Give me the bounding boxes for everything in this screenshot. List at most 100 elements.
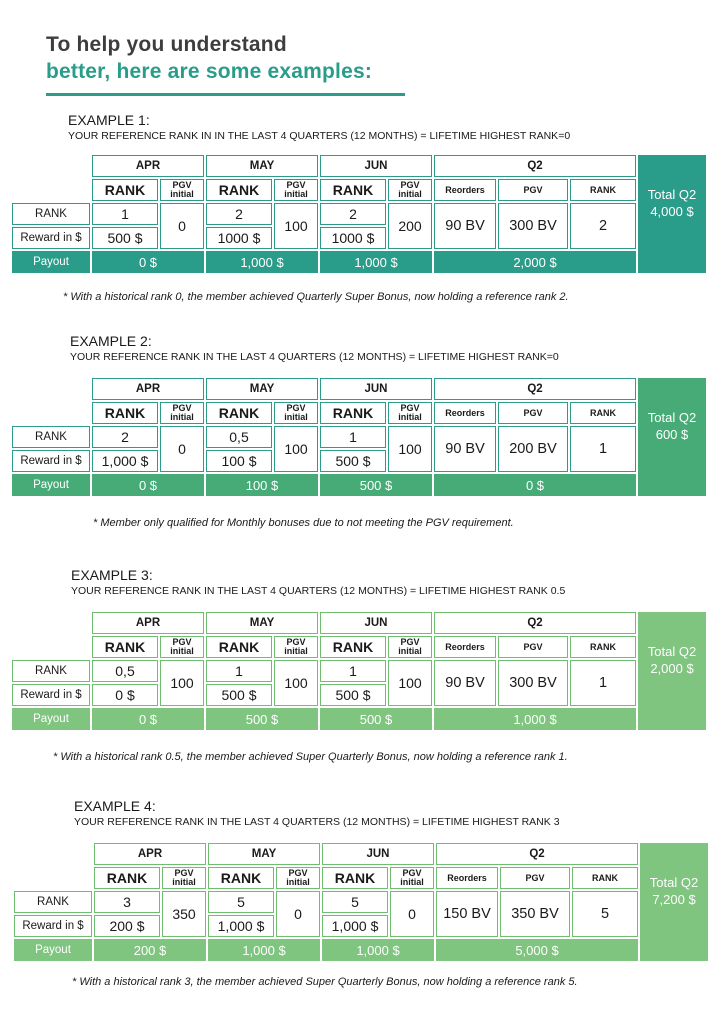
jun-payout: 500 $: [320, 708, 432, 730]
q2-reorders: 90 BV: [434, 660, 496, 706]
may-reward: 1,000 $: [208, 915, 274, 937]
row-label-rank: RANK: [12, 203, 90, 225]
rank-header: RANK: [320, 636, 386, 658]
q2-pgv: 350 BV: [500, 891, 570, 937]
q2-pgv: 300 BV: [498, 660, 568, 706]
pgv-header-line1: PGV: [286, 637, 306, 647]
example-footnote: * With a historical rank 0, the member a…: [63, 291, 569, 303]
row-label-reward: Reward in $: [12, 450, 90, 472]
pgv-header-line2: initial: [170, 189, 194, 199]
rank-header: RANK: [92, 402, 158, 424]
row-label-rank: RANK: [12, 660, 90, 682]
may-rank: 2: [206, 203, 272, 225]
q2-payout: 1,000 $: [434, 708, 636, 730]
jun-pgv-initial: 0: [390, 891, 434, 937]
pgv-header-line1: PGV: [174, 868, 194, 878]
jun-pgv-initial: 200: [388, 203, 432, 249]
pgv-header-line2: initial: [398, 646, 422, 656]
total-value: 7,200 $: [652, 892, 696, 907]
corner-blank: [12, 402, 90, 424]
q2-payout: 5,000 $: [436, 939, 638, 961]
jun-rank: 2: [320, 203, 386, 225]
q2-rank-header: RANK: [572, 867, 638, 889]
pgv-header-line1: PGV: [286, 180, 306, 190]
q2-pgv-header: PGV: [498, 402, 568, 424]
pgv-header-line2: initial: [172, 877, 196, 887]
rank-header: RANK: [94, 867, 160, 889]
example-subtitle: YOUR REFERENCE RANK IN THE LAST 4 QUARTE…: [70, 351, 559, 363]
may-pgv-initial: 0: [276, 891, 320, 937]
rank-header: RANK: [320, 402, 386, 424]
may-reward: 100 $: [206, 450, 272, 472]
total-label: Total Q2: [647, 410, 697, 425]
q2-pgv-header: PGV: [500, 867, 570, 889]
example-subtitle: YOUR REFERENCE RANK IN THE LAST 4 QUARTE…: [74, 816, 560, 828]
apr-reward: 200 $: [94, 915, 160, 937]
jun-pgv-initial: 100: [388, 426, 432, 472]
row-label-rank: RANK: [14, 891, 92, 913]
pgv-header-line2: initial: [170, 646, 194, 656]
q2-reorders: 90 BV: [434, 203, 496, 249]
q2-payout: 2,000 $: [434, 251, 636, 273]
apr-payout: 0 $: [92, 251, 204, 273]
apr-reward: 0 $: [92, 684, 158, 706]
pgv-header-line2: initial: [170, 412, 194, 422]
month-header-apr: APR: [92, 155, 204, 177]
corner-blank: [14, 867, 92, 889]
quarter-header: Q2: [434, 612, 636, 634]
reorders-header: Reorders: [436, 867, 498, 889]
q2-rank-header: RANK: [570, 636, 636, 658]
pgv-header-line1: PGV: [172, 180, 192, 190]
row-label-payout: Payout: [14, 939, 92, 961]
jun-rank: 5: [322, 891, 388, 913]
jun-payout: 500 $: [320, 474, 432, 496]
pgv-header-line1: PGV: [400, 403, 420, 413]
may-rank: 1: [206, 660, 272, 682]
pgv-header-line1: PGV: [172, 637, 192, 647]
may-payout: 100 $: [206, 474, 318, 496]
jun-payout: 1,000 $: [320, 251, 432, 273]
rank-header: RANK: [322, 867, 388, 889]
pgv-header-line1: PGV: [400, 637, 420, 647]
reorders-header: Reorders: [434, 402, 496, 424]
apr-reward: 1,000 $: [92, 450, 158, 472]
q2-rank: 1: [570, 660, 636, 706]
month-header-may: MAY: [206, 155, 318, 177]
month-header-may: MAY: [208, 843, 320, 865]
q2-reorders: 150 BV: [436, 891, 498, 937]
pgv-header-line2: initial: [284, 189, 308, 199]
corner-blank: [12, 155, 90, 177]
month-header-jun: JUN: [320, 612, 432, 634]
month-header-apr: APR: [92, 612, 204, 634]
month-header-apr: APR: [94, 843, 206, 865]
total-label: Total Q2: [649, 875, 699, 890]
row-label-reward: Reward in $: [12, 227, 90, 249]
pgv-header-line2: initial: [284, 646, 308, 656]
row-label-payout: Payout: [12, 708, 90, 730]
pgv-header-line2: initial: [398, 189, 422, 199]
heading-line-1: To help you understand: [46, 33, 287, 56]
row-label-payout: Payout: [12, 251, 90, 273]
jun-payout: 1,000 $: [322, 939, 434, 961]
example-title: EXAMPLE 4:: [74, 798, 156, 814]
heading-underline: [46, 93, 405, 96]
row-label-payout: Payout: [12, 474, 90, 496]
apr-pgv-initial: 0: [160, 426, 204, 472]
apr-pgv-initial: 0: [160, 203, 204, 249]
may-rank: 5: [208, 891, 274, 913]
corner-blank: [12, 378, 90, 400]
apr-rank: 2: [92, 426, 158, 448]
quarter-header: Q2: [434, 155, 636, 177]
pgv-header-line1: PGV: [288, 868, 308, 878]
corner-blank: [12, 179, 90, 201]
pgv-header-line2: initial: [400, 877, 424, 887]
